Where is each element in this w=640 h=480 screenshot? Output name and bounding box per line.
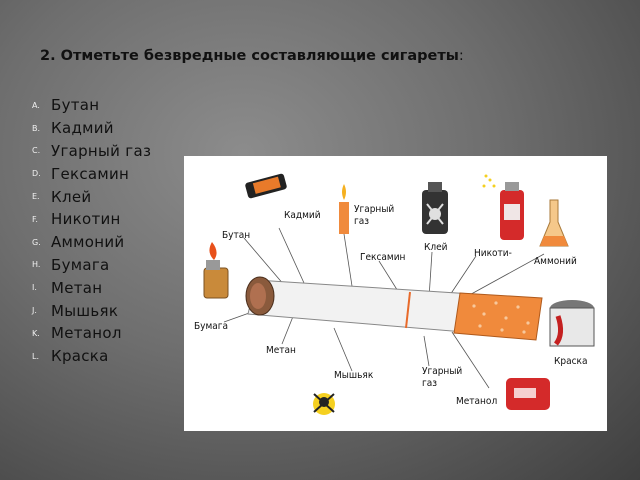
option-text: Никотин — [51, 210, 121, 229]
option-text: Аммоний — [51, 233, 125, 252]
option-text: Гексамин — [51, 164, 130, 183]
option-e[interactable]: E. Клей — [32, 185, 151, 208]
cigarette-filter — [453, 292, 543, 341]
label-myshyak: Мышьяк — [334, 370, 374, 381]
answer-options-list: A. Бутан B. Кадмий C. Угарный газ D. Гексами… — [32, 94, 151, 368]
option-letter: E. — [32, 192, 40, 202]
skull-icon — [313, 393, 335, 415]
option-j[interactable]: J. Мышьяк — [32, 299, 151, 322]
label-ammoniy: Аммоний — [534, 256, 577, 267]
option-text: Бумага — [51, 255, 110, 274]
option-letter: C. — [32, 146, 41, 156]
pointer-lines — [223, 227, 545, 389]
option-h[interactable]: H. Бумага — [32, 254, 151, 277]
option-letter: K. — [32, 328, 40, 338]
option-a[interactable]: A. Бутан — [32, 94, 151, 117]
option-text: Краска — [51, 347, 109, 366]
label-kadmiy: Кадмий — [284, 210, 321, 221]
label-kraska: Краска — [554, 356, 588, 367]
option-letter: D. — [32, 169, 41, 179]
label-butan: Бутан — [222, 230, 250, 241]
option-k[interactable]: K. Метанол — [32, 322, 151, 345]
option-l[interactable]: L. Краска — [32, 345, 151, 368]
option-text: Мышьяк — [51, 301, 119, 320]
pointer-ugarny-bottom — [423, 335, 430, 367]
option-letter: I. — [32, 283, 37, 293]
label-metanol: Метанол — [456, 396, 497, 407]
poison-bottle-icon — [422, 182, 448, 234]
option-g[interactable]: G. Аммоний — [32, 231, 151, 254]
option-text: Кадмий — [51, 119, 114, 138]
option-letter: B. — [32, 123, 41, 133]
option-letter: J. — [32, 306, 37, 316]
pointer-ugarny-top — [343, 233, 353, 287]
label-ugarny-bottom-line1: Угарный — [422, 366, 462, 377]
label-geksamin: Гексамин — [360, 252, 406, 263]
cigarette-components-illustration: Кадмий Угарный газ Бутан Клей Никоти- Ам… — [184, 156, 607, 431]
question-title: 2. Отметьте безвредные составляющие сига… — [40, 48, 464, 64]
option-letter: G. — [32, 237, 41, 247]
pointer-kley — [428, 251, 433, 299]
spray-can-icon — [482, 174, 524, 240]
cigarette-paper-band — [405, 291, 411, 329]
label-kley: Клей — [424, 242, 448, 253]
pointer-ammoniy — [463, 253, 545, 299]
label-ugarny-top-line2: газ — [354, 216, 369, 227]
battery-icon — [245, 173, 287, 199]
gas-canister-icon — [506, 378, 550, 410]
option-text: Клей — [51, 187, 92, 206]
option-c[interactable]: C. Угарный газ — [32, 140, 151, 163]
cigarette-paper — [247, 279, 473, 333]
cigarette-diagram: Кадмий Угарный газ Бутан Клей Никоти- Ам… — [194, 173, 595, 415]
cigarette-burning-tip — [250, 283, 266, 309]
cigarette — [245, 276, 543, 341]
option-b[interactable]: B. Кадмий — [32, 117, 151, 140]
pointer-myshyak — [333, 327, 353, 372]
label-ugarny-top-line1: Угарный — [354, 204, 394, 215]
option-letter: L. — [32, 351, 39, 361]
candle-icon — [339, 184, 349, 234]
option-i[interactable]: I. Метан — [32, 276, 151, 299]
option-letter: F. — [32, 214, 38, 224]
option-text: Бутан — [51, 96, 100, 115]
option-letter: H. — [32, 260, 41, 270]
option-text: Угарный газ — [51, 141, 152, 160]
option-d[interactable]: D. Гексамин — [32, 162, 151, 185]
question-text: 2. Отметьте безвредные составляющие сига… — [40, 48, 459, 64]
option-letter: A. — [32, 100, 40, 110]
option-f[interactable]: F. Никотин — [32, 208, 151, 231]
label-metan: Метан — [266, 345, 296, 356]
pointer-metan — [281, 313, 295, 345]
question-colon: : — [458, 48, 464, 64]
lighter-icon — [203, 242, 229, 299]
pointer-metanol — [451, 331, 490, 389]
filter-speckles — [472, 301, 530, 334]
label-nikotin: Никоти- — [474, 248, 512, 259]
option-text: Метанол — [51, 324, 122, 343]
paint-can-icon — [549, 300, 595, 347]
option-text: Метан — [51, 278, 103, 297]
label-ugarny-bottom-line2: газ — [422, 378, 437, 389]
label-bumaga: Бумага — [194, 321, 228, 332]
flask-icon — [539, 199, 569, 247]
